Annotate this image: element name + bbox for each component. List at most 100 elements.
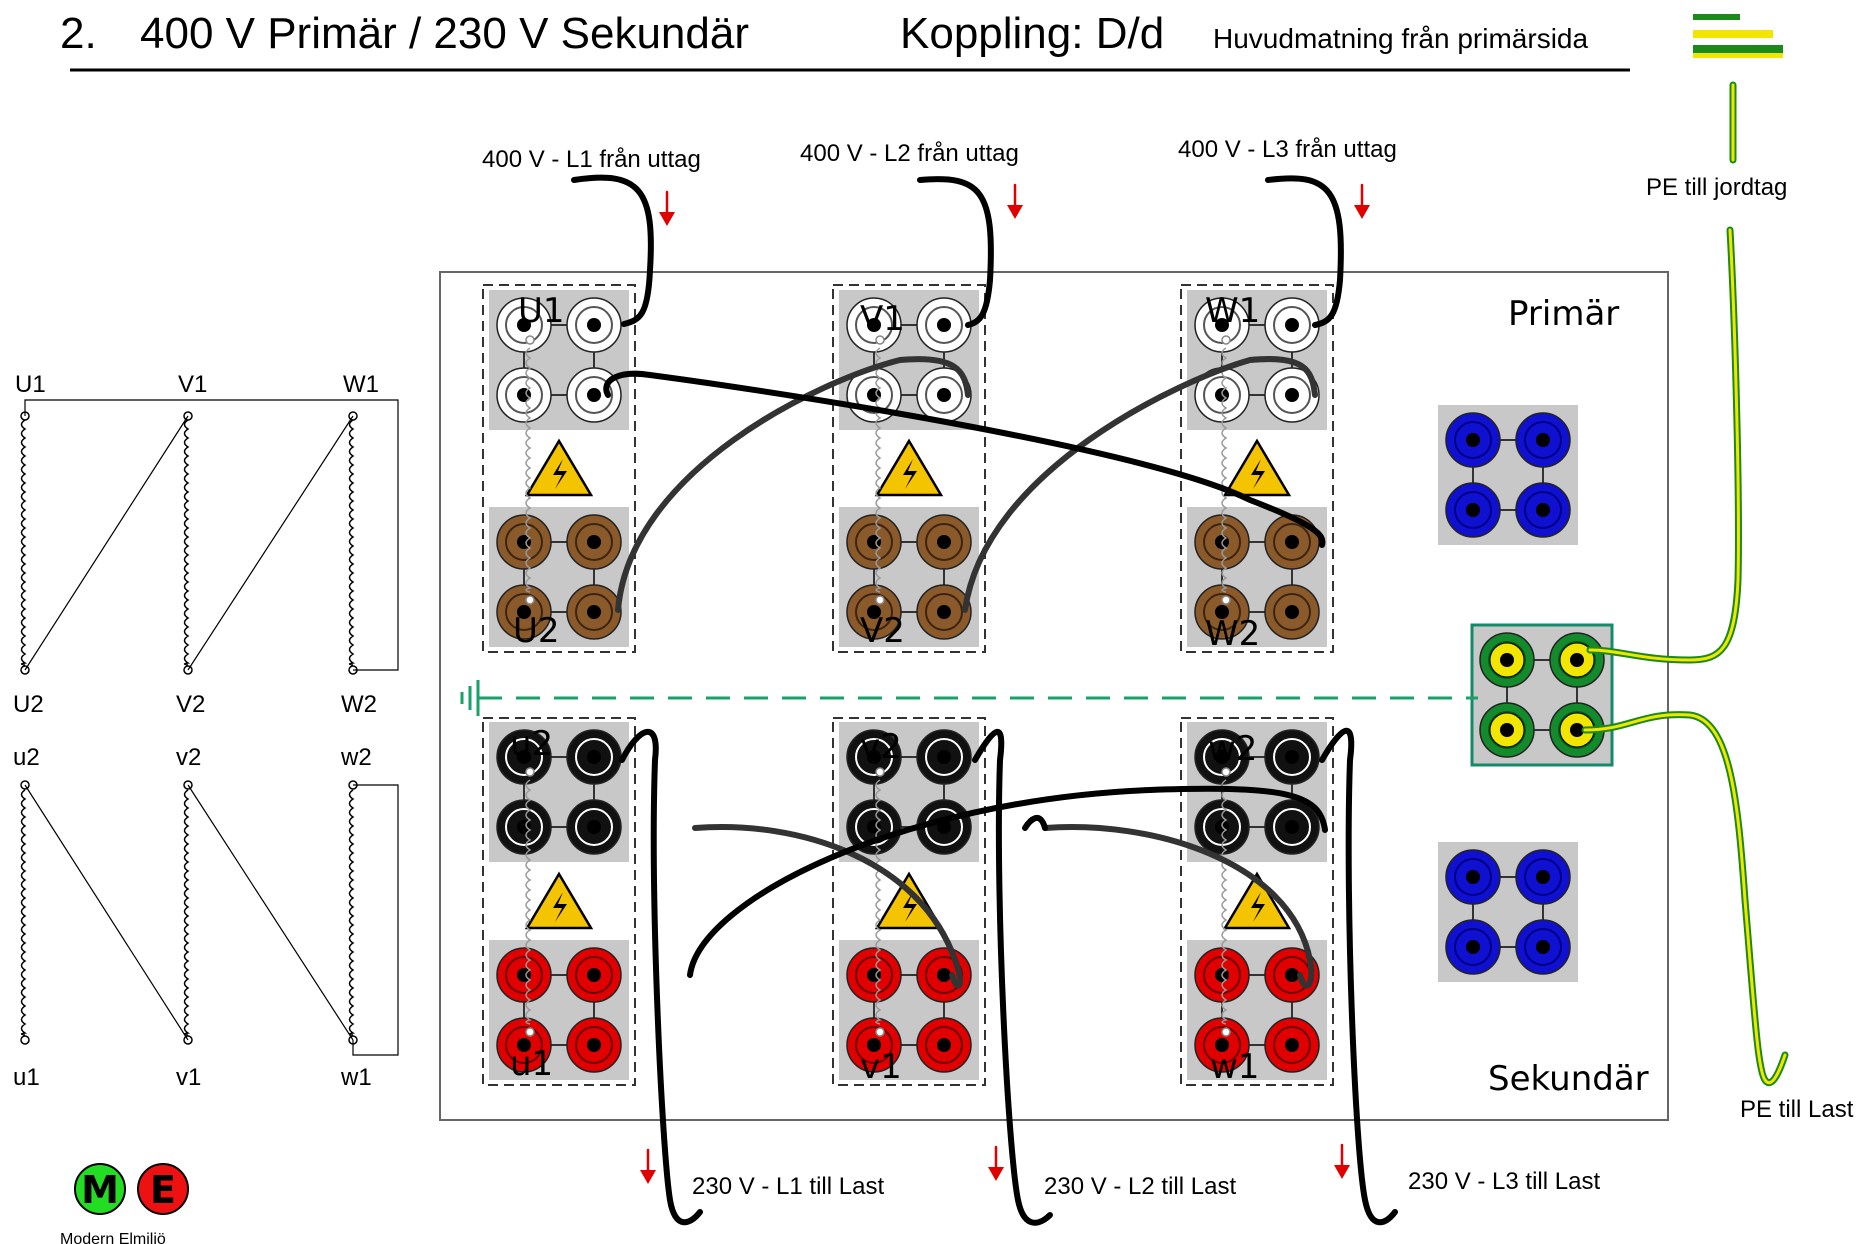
secondary-load-terminals-u-jack-pin-3	[587, 1038, 601, 1052]
schem-label-W1: W1	[343, 371, 379, 398]
secondary-terminals-w-jack-pin-3	[1285, 820, 1299, 834]
neutral-terminals-top-jack-pin-2	[1466, 503, 1480, 517]
header: 2. 400 V Primär / 230 V Sekundär Kopplin…	[60, 9, 1630, 72]
schem-label-v1: v1	[176, 1064, 201, 1091]
warning-icon-w-1	[1222, 871, 1292, 930]
secondary-load-terminals-u-jack-pin-2	[517, 1038, 531, 1052]
pe-terminals	[1472, 625, 1612, 765]
feed-l2-out-label: 230 V - L2 till Last	[1044, 1173, 1236, 1200]
warning-icon-u-0	[524, 438, 594, 497]
primary-terminals-u-jack-pin-2	[517, 388, 531, 402]
panel-label-u1: u1	[510, 1044, 553, 1084]
secondary-label: Sekundär	[1488, 1059, 1649, 1099]
primary-load-terminals-w-jack-ring-2	[1203, 593, 1241, 631]
panel-coil-sec-0	[525, 779, 532, 1025]
primary-load-terminals-v-jack-pin-3	[937, 605, 951, 619]
primary-terminals-w-jack-ring-1	[1273, 306, 1311, 344]
secondary-terminals-w-jack-pin-0	[1215, 750, 1229, 764]
primary-terminals-v-jack-pin-3	[937, 388, 951, 402]
secondary-load-terminals-v-jack-pin-1	[937, 968, 951, 982]
schem-primary-coil-2	[348, 419, 356, 666]
secondary-terminals-v-jack-ring-1	[925, 738, 963, 776]
coil-node-bottom	[875, 595, 885, 605]
panel-label-V2: V2	[860, 611, 905, 651]
schem-prim-link-2	[187, 415, 354, 671]
frame-sec-u	[482, 717, 636, 1086]
coil-node-top	[1221, 767, 1231, 777]
wire-delta-prim-2	[962, 356, 1318, 613]
wire-pe-out-yellow	[1583, 713, 1787, 1084]
secondary-terminals-u-jack-pin-3	[587, 820, 601, 834]
wire-l3-out	[1319, 727, 1398, 1226]
feed-l3-in-label: 400 V - L3 från uttag	[1178, 136, 1397, 163]
panel-label-W1: W1	[1205, 291, 1260, 331]
schem-label-u1: u1	[13, 1064, 40, 1091]
coil-node-top	[1221, 335, 1231, 345]
primary-terminals-v-jack-ring-2	[855, 376, 893, 414]
panel-coils	[525, 335, 1231, 1037]
arrow-l3-out-icon	[1334, 1143, 1350, 1179]
arrow-l1-out-icon	[640, 1148, 656, 1184]
warning-icon-v-0	[874, 438, 944, 497]
secondary-terminals-w-jack-ring-0	[1203, 738, 1241, 776]
primary-terminals-w-jack-ring-0	[1203, 306, 1241, 344]
coil-node-top	[525, 767, 535, 777]
neutral-terminals-top-jack-pin-0	[1466, 433, 1480, 447]
secondary-load-terminals-w-jack-ring-2	[1203, 1026, 1241, 1064]
neutral-terminals-top-jack-ring-2	[1454, 491, 1492, 529]
secondary-terminals-u	[489, 722, 629, 862]
wire-delta-prim-1	[615, 356, 971, 613]
primary-terminals-v-jack-ring-3	[925, 376, 963, 414]
primary-load-terminals-u-jack-pin-2	[517, 605, 531, 619]
feed-pe-in-label: PE till jordtag	[1646, 174, 1787, 201]
secondary-terminals-u-jack-ring-2	[505, 808, 543, 846]
feed-l3-out-label: 230 V - L3 till Last	[1408, 1168, 1600, 1195]
schem-sec-link-3	[352, 784, 399, 1056]
pe-terminals-jack-ring-1	[1558, 641, 1596, 679]
schem-prim-link-3	[24, 399, 399, 671]
secondary-terminals-v	[839, 722, 979, 862]
coil-node-bottom	[1221, 1027, 1231, 1037]
secondary-terminals-w-jack-ring-1	[1273, 738, 1311, 776]
logo-caption: Modern Elmiljö	[60, 1231, 166, 1244]
schem-label-w1: w1	[340, 1064, 372, 1091]
primary-terminals-u-jack-ring-0	[505, 306, 543, 344]
secondary-load-terminals-w-jack-pin-2	[1215, 1038, 1229, 1052]
coil-node-bottom	[1221, 595, 1231, 605]
arrow-l3-in-icon	[1354, 183, 1370, 219]
panel-coil-sec-1	[875, 779, 882, 1025]
schem-primary-coil-0	[20, 419, 28, 666]
primary-terminals-w-jack-pin-0	[1215, 318, 1229, 332]
schem-secondary-coil-1	[183, 789, 191, 1036]
arrow-l2-out-icon	[988, 1145, 1004, 1181]
panel-coil-prim-2	[1221, 347, 1228, 593]
warning-icon-w-0	[1222, 438, 1292, 497]
pe-yellow-pin-2	[1500, 723, 1514, 737]
title-voltages: 400 V Primär / 230 V Sekundär	[140, 9, 749, 58]
primary-terminals-u-jack-pin-1	[587, 318, 601, 332]
warning-icon-u-1	[524, 871, 594, 930]
secondary-load-terminals-u-jack-ring-3	[575, 1026, 613, 1064]
primary-terminals-w-jack-ring-3	[1273, 376, 1311, 414]
feed-pe-out-label: PE till Last	[1740, 1096, 1854, 1123]
neutral-terminals-bottom	[1438, 842, 1578, 982]
primary-load-terminals-u	[489, 507, 629, 647]
wire-delta-sec-1	[692, 824, 964, 989]
logo-m: M	[81, 1168, 119, 1212]
title-coupling: Koppling: D/d	[900, 9, 1164, 58]
primary-terminals-v-jack-pin-2	[867, 388, 881, 402]
primary-load-terminals-u-jack-pin-3	[587, 605, 601, 619]
primary-terminals-u-jack-pin-3	[587, 388, 601, 402]
feed-l2-in-label: 400 V - L2 från uttag	[800, 140, 1019, 167]
neutral-terminals-bottom-jack-pin-1	[1536, 870, 1550, 884]
schem-sec-link-1	[24, 784, 189, 1041]
pe-terminals-jack-ring-0	[1488, 641, 1526, 679]
secondary-load-terminals-v-jack-ring-3	[925, 1026, 963, 1064]
neutral-terminals-bottom-jack-ring-3	[1524, 928, 1562, 966]
schem-label-W2: W2	[341, 691, 377, 718]
neutral-terminals-bottom-jack-ring-1	[1524, 858, 1562, 896]
primary-terminals-v-jack-ring-0	[855, 306, 893, 344]
primary-terminals-u-jack-ring-3	[575, 376, 613, 414]
secondary-terminals-u-jack-pin-1	[587, 750, 601, 764]
logo-m-circle	[74, 1163, 126, 1215]
